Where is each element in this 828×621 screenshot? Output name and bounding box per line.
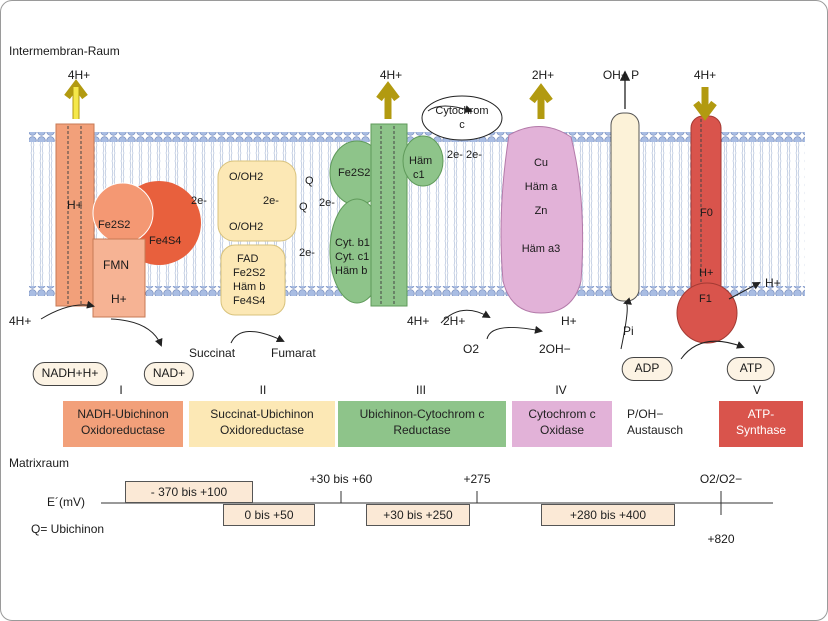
c1-h-top: H+ (67, 198, 83, 212)
redox-tick-2: +275 (463, 472, 491, 486)
c2-hamb: Häm b (233, 281, 266, 293)
nad-oval: NAD+ (143, 362, 195, 386)
c1-h-bottom: H+ (111, 292, 127, 306)
atp-synthase-shape (676, 115, 738, 344)
c4-oh: 2OH− (539, 342, 571, 356)
c1-fe2s2: Fe2S2 (98, 219, 131, 231)
complex-3-shape (329, 123, 444, 307)
c3-ham-c1-b: c1 (413, 169, 425, 181)
c2-oo1: O/OH2 (229, 171, 264, 183)
complex-2-shape (217, 160, 297, 316)
proton-out-3: 4H+ (379, 68, 403, 82)
c1-fe4s4: Fe4S4 (149, 235, 182, 247)
roman-5: V (752, 383, 762, 397)
c4-cu: Cu (533, 157, 549, 169)
roman-4: IV (555, 383, 567, 397)
c3-cytb1: Cyt. b1 (335, 237, 370, 249)
redox-tick-4: +820 (707, 532, 735, 546)
roman-1: I (119, 383, 123, 397)
matrix-label: Matrixraum (9, 456, 70, 470)
redox-range-3: +30 bis +250 (366, 504, 470, 526)
fumarat-label: Fumarat (271, 346, 316, 360)
adp-oval: ADP (621, 357, 673, 381)
complex-1-shape (55, 123, 201, 318)
c2-e-left: 2e- (191, 195, 207, 207)
c2-e-right: 2e- (263, 195, 279, 207)
redox-range-4: +280 bis +400 (541, 504, 675, 526)
complex-4-shape (500, 126, 584, 314)
c4-zn: Zn (534, 205, 548, 217)
redox-range-1: - 370 bis +100 (125, 481, 253, 503)
c4-h-out: H+ (561, 314, 577, 328)
c2-fe2s2: Fe2S2 (233, 267, 266, 279)
c2-fe4s4: Fe4S4 (233, 295, 266, 307)
succinat-label: Succinat (189, 346, 236, 360)
q-e-1: 2e- (319, 197, 335, 209)
c3-h-in: 4H+ (407, 314, 430, 328)
c2-oo2: O/OH2 (229, 221, 264, 233)
atp-h-out: H+ (765, 276, 781, 290)
proton-in-5: 4H+ (693, 68, 717, 82)
ubichinon-note: Q= Ubichinon (31, 522, 105, 536)
atp-f1: F1 (699, 293, 712, 305)
redox-tick-1: +30 bis +60 (309, 472, 373, 486)
antiporter-pi: Pi (623, 324, 634, 338)
proton-out-1: 4H+ (67, 68, 91, 82)
cytochrome-c-shape (421, 95, 503, 141)
atp-oval: ATP (726, 357, 776, 381)
roman-3: III (415, 383, 427, 397)
antiporter-out: OH+ P (602, 68, 640, 82)
c3-fe2s2: Fe2S2 (338, 167, 371, 179)
q-e-2: 2e- (299, 247, 315, 259)
c4-hama: Häm a (524, 181, 558, 193)
redox-tick-3: O2/O2− (699, 472, 743, 486)
antiporter-shape (610, 112, 640, 302)
atp-f0: F0 (700, 207, 713, 219)
q-label-2: Q (299, 201, 308, 213)
q-label-1: Q (305, 175, 314, 187)
complex-5-name: ATP-Synthase (719, 401, 803, 447)
nadh-oval: NADH+H+ (32, 362, 108, 386)
redox-range-2: 0 bis +50 (223, 504, 315, 526)
intermembrane-label: Intermembran-Raum (9, 44, 120, 58)
atp-h: H+ (699, 267, 714, 279)
c4-hama3: Häm a3 (521, 243, 561, 255)
c3-cytc1: Cyt. c1 (335, 251, 370, 263)
antiporter-name: P/OH−Austausch (627, 407, 684, 438)
cytc-line1: Cytochrom (435, 105, 489, 117)
roman-2: II (259, 383, 267, 397)
c4-h-in: 2H+ (443, 314, 466, 328)
c1-fmn: FMN (103, 258, 129, 272)
proton-out-4: 2H+ (531, 68, 555, 82)
c2-fad: FAD (237, 253, 259, 265)
c1-h-in: 4H+ (9, 314, 32, 328)
redox-axis-label: E´(mV) (47, 495, 85, 509)
cytc-line2: c (459, 119, 465, 131)
c3-hamb: Häm b (335, 265, 368, 277)
cytc-e-transfer: 2e- 2e- (447, 149, 482, 161)
c4-o2: O2 (463, 342, 480, 356)
c3-ham-c1-a: Häm (409, 155, 433, 167)
